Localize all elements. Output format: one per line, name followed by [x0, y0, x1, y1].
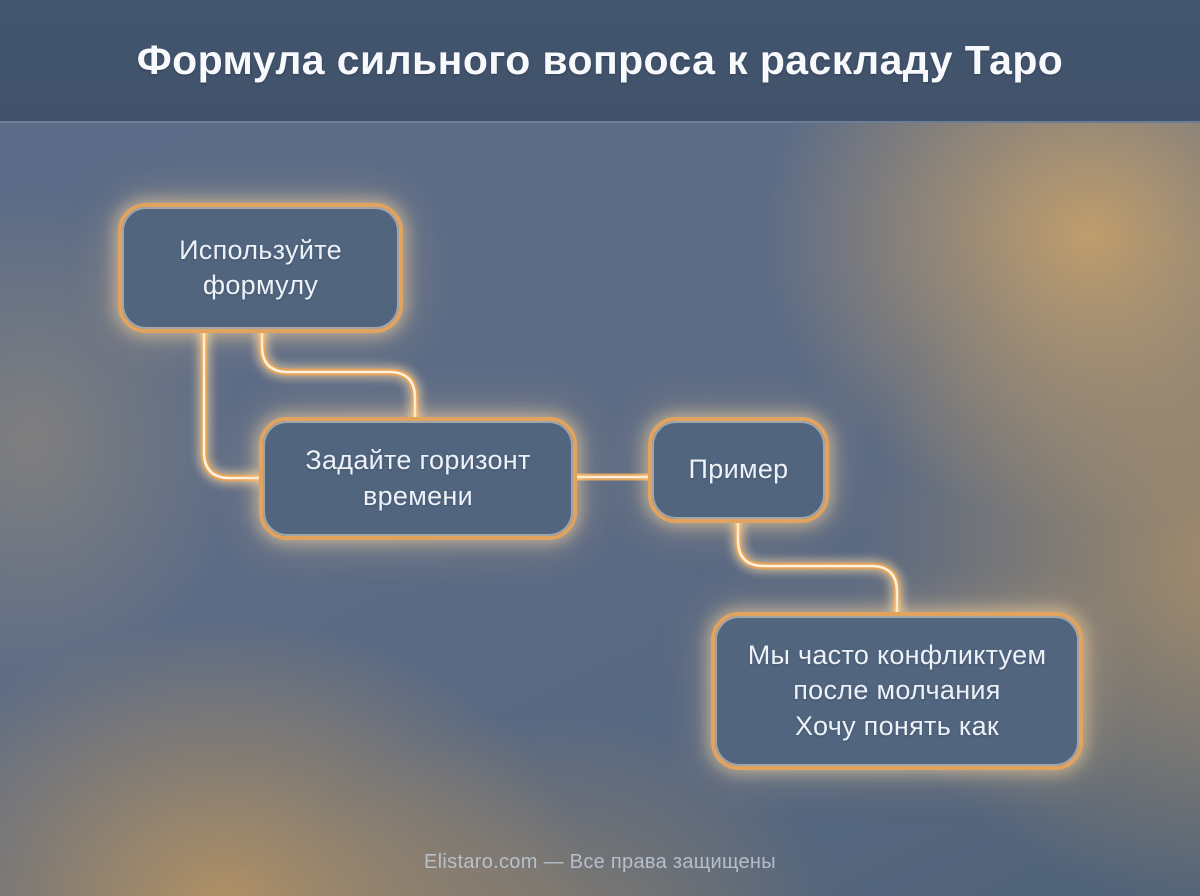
connector-use-formula-to-horizon-left — [204, 333, 259, 478]
node-use-formula: Используйте формулу — [118, 203, 403, 333]
node-time-horizon: Задайте горизонт времени — [259, 417, 577, 540]
page-title: Формула сильного вопроса к раскладу Таро — [136, 37, 1064, 83]
node-example-label: Пример — [688, 454, 789, 485]
node-example: Пример — [648, 417, 829, 523]
copyright-footer: Elistaro.com — Все права защищены — [424, 851, 776, 873]
connector-use-formula-to-horizon-top — [262, 333, 415, 417]
node-example-text-label: Мы часто конфликтуем после молчания Хочу… — [747, 640, 1047, 741]
node-example-text: Мы часто конфликтуем после молчания Хочу… — [711, 612, 1083, 770]
header-band: Формула сильного вопроса к раскладу Таро — [0, 0, 1200, 123]
node-time-horizon-label: Задайте горизонт времени — [305, 445, 531, 511]
connector-example-to-example-text — [738, 523, 897, 612]
node-use-formula-label: Используйте формулу — [179, 234, 342, 300]
